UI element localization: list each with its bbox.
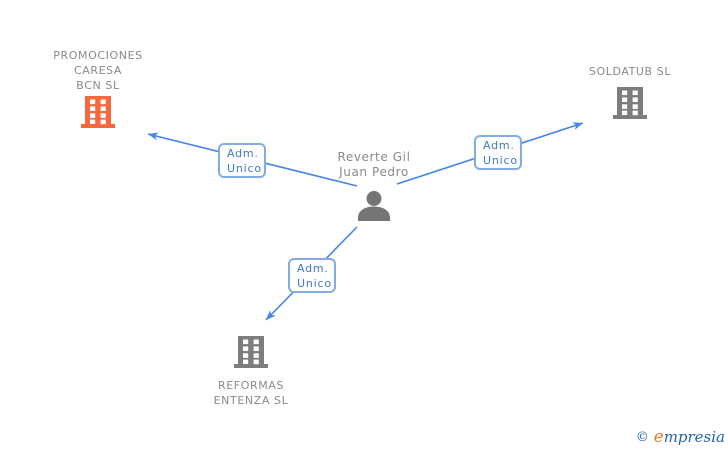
edge-label-adm-unico-promociones: Adm. Unico — [218, 143, 266, 178]
brand-initial: e — [653, 427, 664, 447]
person-silhouette-icon — [356, 191, 392, 221]
building-icon — [234, 336, 268, 368]
edge-label-line: Unico — [483, 153, 518, 167]
edge-label-line: Adm. — [297, 261, 329, 275]
copyright-icon: © — [635, 430, 649, 445]
company-node-promociones-caresa-bcn-sl[interactable]: PROMOCIONES CARESA BCN SL — [20, 48, 176, 132]
company-name-line: PROMOCIONES — [53, 49, 143, 62]
edge-label-adm-unico-reformas: Adm. Unico — [288, 258, 336, 293]
edge-label-adm-unico-soldatub: Adm. Unico — [474, 135, 522, 170]
edge-label-line: Adm. — [227, 146, 259, 160]
edge-label-line: Unico — [227, 161, 262, 175]
empresia-logo[interactable]: © empresia — [636, 428, 725, 447]
building-icon — [613, 87, 647, 119]
company-name-line: BCN SL — [76, 79, 120, 92]
company-name-line: ENTENZA SL — [213, 394, 289, 407]
edge-label-line: Unico — [297, 276, 332, 290]
edge-label-line: Adm. — [483, 138, 515, 152]
empresia-wordmark: empresia — [654, 428, 725, 446]
company-name-line: REFORMAS — [217, 379, 285, 392]
building-icon — [81, 96, 115, 128]
person-name-line: Juan Pedro — [339, 165, 409, 179]
person-name-line: Reverte Gil — [337, 150, 411, 164]
company-node-soldatub-sl[interactable]: SOLDATUB SL — [560, 64, 700, 123]
person-node-reverte-gil-juan-pedro[interactable]: Reverte Gil Juan Pedro — [304, 150, 444, 225]
company-name-line: SOLDATUB SL — [588, 65, 672, 78]
company-node-reformas-entenza-sl[interactable]: REFORMAS ENTENZA SL — [181, 336, 321, 408]
company-name-line: CARESA — [73, 64, 123, 77]
brand-rest: mpresia — [663, 428, 725, 446]
